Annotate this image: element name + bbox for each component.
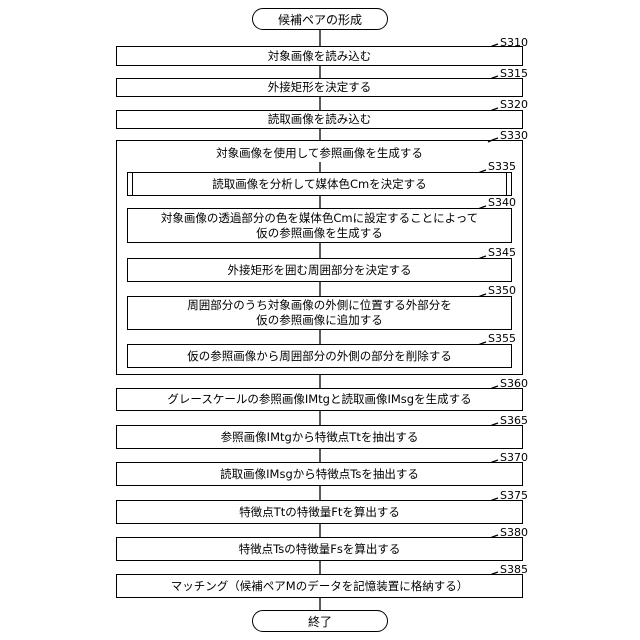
step-id: S355	[488, 332, 516, 345]
step-text: 対象画像の透過部分の色を媒体色Cmに設定することによって 仮の参照画像を生成する	[161, 211, 478, 241]
step-id: S375	[500, 489, 528, 502]
step-box-s375: 特徴点Ttの特徴量Ftを算出する	[116, 500, 523, 524]
step-box-s340: 対象画像の透過部分の色を媒体色Cmに設定することによって 仮の参照画像を生成する	[127, 208, 512, 243]
step-id: S350	[488, 284, 516, 297]
end-terminal: 終了	[252, 610, 388, 632]
step-box-s350: 周囲部分のうち対象画像の外側に位置する外部分を 仮の参照画像に追加する	[127, 296, 512, 330]
step-text: 読取画像を読み込む	[268, 112, 372, 127]
step-text: 仮の参照画像から周囲部分の外側の部分を削除する	[187, 349, 452, 364]
step-text: 読取画像IMsgから特徴点Tsを抽出する	[220, 467, 419, 482]
start-label: 候補ペアの形成	[278, 11, 362, 28]
step-text: グレースケールの参照画像IMtgと読取画像IMsgを生成する	[167, 392, 471, 407]
step-text: 対象画像を読み込む	[268, 49, 372, 64]
step-id: S360	[500, 377, 528, 390]
step-box-s345: 外接矩形を囲む周囲部分を決定する	[127, 258, 512, 282]
step-text: 特徴点Tsの特徴量Fsを算出する	[239, 542, 401, 557]
step-id: S365	[500, 414, 528, 427]
step-text: 外接矩形を囲む周囲部分を決定する	[228, 263, 412, 278]
step-id: S345	[488, 246, 516, 259]
step-id: S335	[488, 160, 516, 173]
step-text: マッチング（候補ペアMのデータを記憶装置に格納する）	[171, 579, 468, 594]
step-id: S340	[488, 196, 516, 209]
step-id: S370	[500, 451, 528, 464]
step-id: S320	[500, 98, 528, 111]
step-id: S330	[500, 129, 528, 142]
end-label: 終了	[308, 613, 332, 630]
step-id: S385	[500, 563, 528, 576]
step-text: 参照画像IMtgから特徴点Ttを抽出する	[221, 430, 419, 445]
step-box-s320: 読取画像を読み込む	[116, 110, 523, 129]
step-id: S315	[500, 67, 528, 80]
step-box-s355: 仮の参照画像から周囲部分の外側の部分を削除する	[127, 344, 512, 368]
step-box-s385: マッチング（候補ペアMのデータを記憶装置に格納する）	[116, 574, 523, 598]
step-box-s370: 読取画像IMsgから特徴点Tsを抽出する	[116, 462, 523, 486]
step-box-s360: グレースケールの参照画像IMtgと読取画像IMsgを生成する	[116, 388, 523, 411]
step-id: S310	[500, 36, 528, 49]
start-terminal: 候補ペアの形成	[252, 8, 388, 30]
step-box-s365: 参照画像IMtgから特徴点Ttを抽出する	[116, 425, 523, 449]
step-box-s310: 対象画像を読み込む	[116, 46, 523, 66]
step-box-s315: 外接矩形を決定する	[116, 78, 523, 97]
step-box-s380: 特徴点Tsの特徴量Fsを算出する	[116, 537, 523, 561]
step-text: 読取画像を分析して媒体色Cmを決定する	[212, 177, 426, 192]
step-id: S380	[500, 526, 528, 539]
step-text: 外接矩形を決定する	[268, 80, 372, 95]
step-box-s335: 読取画像を分析して媒体色Cmを決定する	[127, 172, 512, 196]
group-title: 対象画像を使用して参照画像を生成する	[116, 145, 523, 161]
step-text: 特徴点Ttの特徴量Ftを算出する	[239, 505, 400, 520]
step-text: 周囲部分のうち対象画像の外側に位置する外部分を 仮の参照画像に追加する	[187, 298, 452, 328]
